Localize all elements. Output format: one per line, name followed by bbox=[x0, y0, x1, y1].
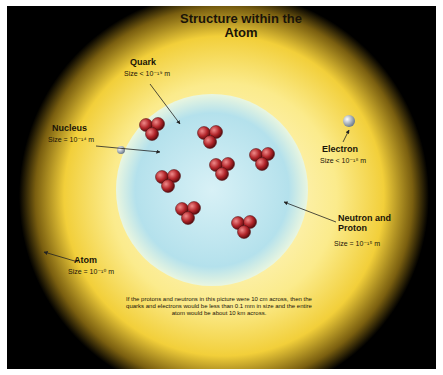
part-name: Quark bbox=[130, 58, 156, 68]
size-label: Size = 10⁻¹⁵ m bbox=[334, 240, 380, 248]
quark-ball bbox=[146, 128, 159, 141]
electron-dot bbox=[117, 146, 125, 154]
diagram-title: Structure within the Atom bbox=[166, 12, 316, 41]
size-label: Size = 10⁻¹⁴ m bbox=[48, 136, 94, 144]
quark-ball bbox=[256, 158, 269, 171]
quark-ball bbox=[204, 136, 217, 149]
quark-clusters bbox=[140, 118, 275, 239]
size-label: Size < 10⁻¹⁹ m bbox=[124, 70, 170, 78]
nucleus-region bbox=[116, 94, 308, 286]
part-name: Neutron and Proton bbox=[338, 214, 398, 234]
atom-cloud bbox=[19, 0, 429, 375]
quark-ball bbox=[182, 212, 195, 225]
leader-lines bbox=[44, 84, 349, 262]
part-name: Atom bbox=[74, 256, 97, 266]
part-name: Nucleus bbox=[52, 124, 87, 134]
quark-ball bbox=[162, 180, 175, 193]
electron-dot bbox=[343, 115, 355, 127]
part-name: Electron bbox=[322, 145, 358, 155]
size-label: Size < 10⁻¹⁸ m bbox=[320, 157, 366, 165]
quark-ball bbox=[238, 226, 251, 239]
size-label: Size = 10⁻¹⁰ m bbox=[68, 268, 114, 276]
quark-ball bbox=[216, 168, 229, 181]
footnote: If the protons and neutrons in this pict… bbox=[124, 296, 314, 317]
